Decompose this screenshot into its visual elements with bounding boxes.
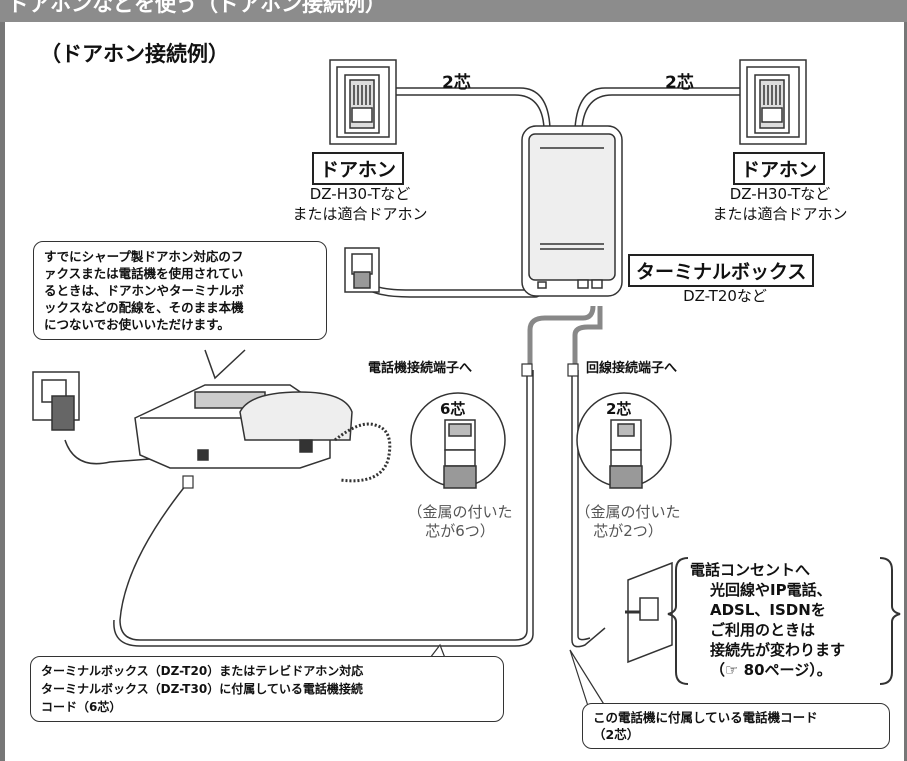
bubble-top-line: すでにシャープ製ドアホン対応のフ — [44, 249, 244, 264]
bubble-bottom-right-note: この電話機に付属している電話機コード （2芯） — [582, 703, 890, 749]
jack-2core-detail — [576, 392, 672, 489]
ac-adapter-phone — [32, 371, 80, 431]
bracket-right — [879, 557, 901, 685]
bubble-bottom-right-tail — [569, 649, 606, 707]
bubble-top-line: ァクスまたは電話機を使用されてい — [44, 266, 244, 281]
diagram-title: （ドアホン接続例） — [40, 42, 229, 66]
jack-6-note2: 芯が6つ） — [425, 522, 495, 540]
jack-6core-detail — [410, 392, 506, 489]
jack-6-note1: （金属の付いた — [407, 503, 513, 521]
phone-cord-6core — [119, 370, 528, 641]
bubble-top-line: ックスなどの配線を、そのまま本機 — [44, 300, 244, 315]
frame-right — [904, 22, 907, 761]
plug-phone-port — [521, 363, 533, 377]
wire-label-left: 2芯 — [442, 73, 471, 93]
wall-outlet — [627, 561, 673, 664]
wire-left-doorphone — [395, 87, 551, 129]
ac-adapter-terminal — [344, 247, 380, 293]
outlet-note-line: 接続先が変わります — [710, 641, 846, 659]
doorphone-right-alt: または適合ドアホン — [712, 205, 848, 223]
bubble-bottom-left-note: ターミナルボックス（DZ-T20）またはテレビドアホン対応 ターミナルボックス（… — [30, 656, 504, 722]
doorphone-left-device — [329, 59, 397, 145]
terminal-box-model: DZ-T20など — [683, 287, 767, 305]
wire-right-doorphone — [574, 87, 740, 129]
terminal-box-device — [521, 125, 623, 297]
doorphone-right-model: DZ-H30-Tなど — [729, 185, 831, 203]
section-header: ドアホンなどを使う（ドアホン接続例） — [0, 0, 907, 22]
outlet-note-line: 電話コンセントへ — [690, 561, 811, 579]
outlet-note-line: （☞ 80ページ）。 — [710, 661, 832, 679]
frame-left — [0, 22, 5, 761]
wire-label-right: 2芯 — [665, 73, 694, 93]
bubble-bottom-left-line: コード（6芯） — [41, 700, 122, 714]
jack-2-core: 2芯 — [606, 400, 632, 418]
bubble-bottom-left-line: ターミナルボックス（DZ-T20）またはテレビドアホン対応 — [41, 664, 364, 678]
bubble-bottom-left-tail — [429, 643, 446, 659]
bubble-bottom-left-line: ターミナルボックス（DZ-T30）に付属している電話機接続 — [41, 682, 363, 696]
port-line-label: 回線接続端子へ — [586, 361, 678, 376]
plug-line-port — [567, 363, 579, 377]
grey-cable-line — [572, 306, 603, 370]
plug-phone-side — [182, 475, 194, 489]
bubble-top-tail — [204, 349, 246, 380]
bubble-bottom-right-line: （2芯） — [593, 727, 640, 742]
doorphone-left-label: ドアホン — [312, 152, 405, 185]
outlet-note: 電話コンセントへ 光回線やIP電話、 ADSL、ISDNを ご利用のときは 接続… — [690, 560, 845, 680]
line-cord-2core — [571, 370, 606, 648]
doorphone-left-model: DZ-H30-Tなど — [309, 185, 411, 203]
bubble-bottom-right-line: この電話機に付属している電話機コード — [593, 710, 818, 725]
bubble-top-line: につないでお使いいただけます。 — [44, 317, 230, 332]
bubble-top-line: るときは、ドアホンやターミナルボ — [44, 283, 245, 298]
grey-cable-phone — [527, 305, 596, 370]
doorphone-right-device — [739, 59, 807, 145]
header-text: ドアホンなどを使う（ドアホン接続例） — [8, 0, 386, 16]
bubble-top-note: すでにシャープ製ドアホン対応のフ ァクスまたは電話機を使用されてい るときは、ド… — [33, 241, 327, 340]
outlet-note-line: ご利用のときは — [710, 621, 816, 639]
outlet-note-line: 光回線やIP電話、 — [710, 581, 832, 599]
doorphone-right-label: ドアホン — [733, 152, 826, 185]
port-phone-label: 電話機接続端子へ — [368, 361, 473, 376]
terminal-box-label: ターミナルボックス — [628, 254, 815, 287]
doorphone-left-alt: または適合ドアホン — [292, 205, 428, 223]
jack-6-core: 6芯 — [440, 400, 466, 418]
jack-2-note2: 芯が2つ） — [593, 522, 663, 540]
adapter-cord-phone — [64, 439, 191, 465]
jack-2-note1: （金属の付いた — [575, 503, 681, 521]
bracket-left — [667, 557, 689, 685]
outlet-note-line: ADSL、ISDNを — [710, 601, 826, 619]
telephone-device — [134, 384, 353, 469]
